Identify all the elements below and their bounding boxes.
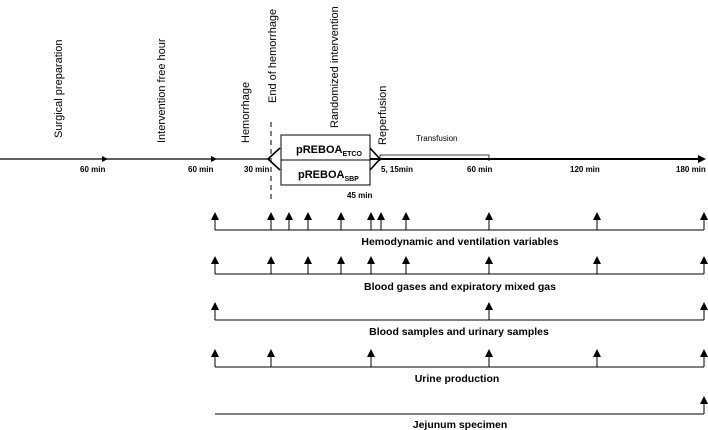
phase-label-reperfusion: Reperfusion bbox=[377, 86, 389, 145]
time-label-intervention-45: 45 min bbox=[347, 191, 372, 200]
transfusion-label: Transfusion bbox=[416, 134, 458, 143]
arm-label-sbp: pREBOASBP bbox=[298, 169, 359, 183]
time-label-reperfusion-120: 120 min bbox=[570, 165, 600, 174]
arm-main-etco: pREBOA bbox=[296, 144, 343, 156]
track-label-blood-gases: Blood gases and expiratory mixed gas bbox=[364, 281, 556, 293]
transfusion-bracket bbox=[379, 154, 490, 161]
arm-sub-etco: ETCO bbox=[342, 151, 362, 158]
phase-label-intervention-free-hour: Intervention free hour bbox=[156, 38, 168, 143]
time-label-reperfusion-60: 60 min bbox=[467, 165, 492, 174]
track-label-urine-production: Urine production bbox=[415, 373, 500, 385]
intervention-bracket-left bbox=[266, 147, 281, 171]
track-jejunum-specimen: Jejunum specimen bbox=[215, 396, 708, 430]
time-label-surgical-60: 60 min bbox=[80, 165, 105, 174]
arm-sub-sbp: SBP bbox=[344, 176, 359, 183]
arm-label-etco: pREBOAETCO bbox=[296, 144, 362, 158]
phase-label-end-of-hemorrhage: End of hemorrhage bbox=[267, 9, 279, 103]
timeline-arrow-120 bbox=[211, 156, 217, 162]
time-label-free-60: 60 min bbox=[188, 165, 213, 174]
phase-label-surgical-preparation: Surgical preparation bbox=[53, 40, 65, 138]
phase-label-randomized-intervention: Randomized intervention bbox=[329, 6, 341, 128]
time-label-hemorrhage-30: 30 min bbox=[244, 165, 269, 174]
track-blood-samples: Blood samples and urinary samples bbox=[211, 302, 708, 338]
time-label-reperfusion-180: 180 min bbox=[676, 165, 706, 174]
track-hemodynamic: Hemodynamic and ventilation variables bbox=[211, 212, 708, 248]
track-label-blood-samples: Blood samples and urinary samples bbox=[369, 326, 549, 338]
arm-box-sbp bbox=[280, 159, 371, 186]
arm-box-etco bbox=[280, 134, 371, 161]
timeline-arrow-end bbox=[698, 155, 706, 163]
track-label-jejunum-specimen: Jejunum specimen bbox=[413, 419, 508, 430]
track-label-hemodynamic: Hemodynamic and ventilation variables bbox=[361, 236, 558, 248]
track-blood-gases: Blood gases and expiratory mixed gas bbox=[211, 256, 708, 293]
track-urine-production: Urine production bbox=[211, 349, 708, 385]
arm-main-sbp: pREBOA bbox=[298, 169, 345, 181]
time-label-reperfusion-5-15: 5, 15min bbox=[381, 165, 413, 174]
timeline-arrow-60 bbox=[102, 156, 108, 162]
phase-label-hemorrhage: Hemorrhage bbox=[240, 82, 252, 143]
